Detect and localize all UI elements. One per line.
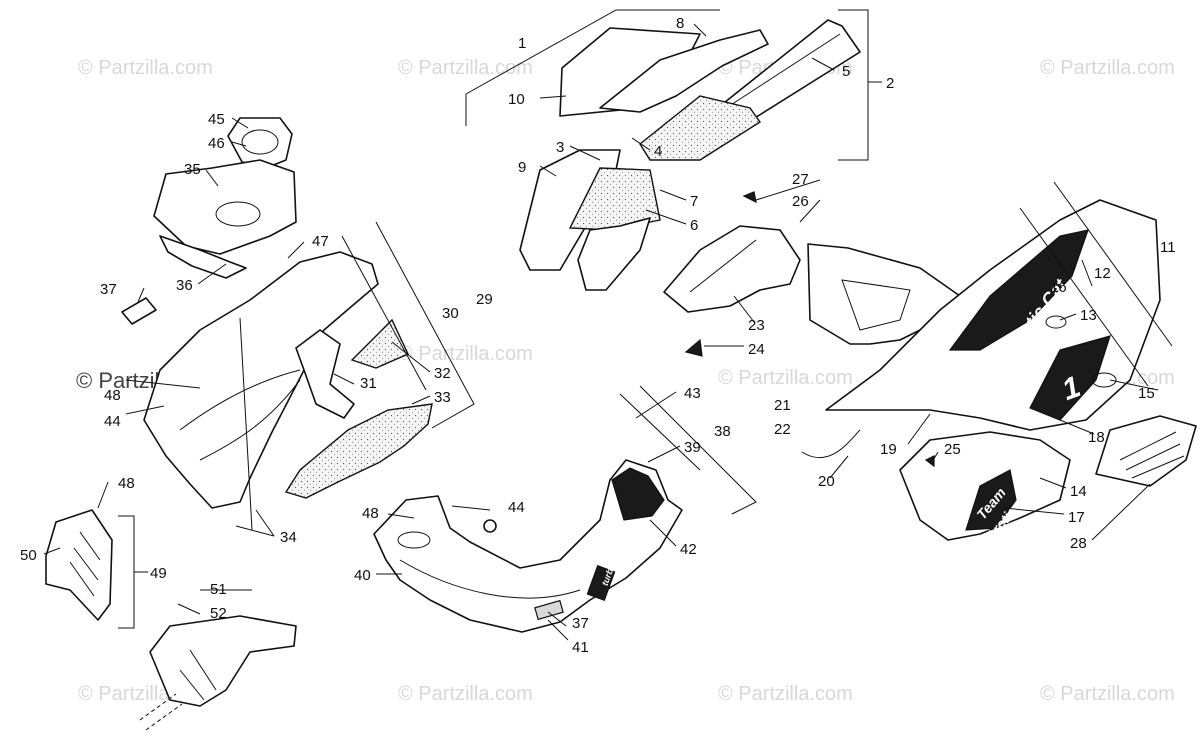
console-assembly (121, 117, 433, 509)
callout-52: 52 (210, 605, 227, 622)
callout-16: 16 (1050, 279, 1067, 296)
callout-27: 27 (792, 171, 809, 188)
callout-11: 11 (1160, 239, 1176, 256)
part-51-duct (149, 615, 297, 707)
callout-36: 36 (176, 277, 193, 294)
callout-26: 26 (792, 193, 809, 210)
part-36-bracket (159, 235, 247, 279)
callout-51: 51 (210, 581, 227, 598)
part-35-dash-panel (153, 159, 297, 255)
side-panel-assembly: Arctic Cat 1 Team Arctic (742, 191, 1197, 545)
callout-29: 29 (476, 291, 493, 308)
part-31-strut (295, 329, 355, 419)
watermark: © Partzilla.com (1040, 683, 1175, 705)
part-30-nose-pan (143, 251, 379, 509)
part-15-stripe (1029, 335, 1111, 421)
windshield-assembly (519, 19, 861, 291)
part-23-vent-panel (663, 225, 801, 313)
callout-40: 40 (354, 567, 371, 584)
callout-48-c: 48 (362, 505, 379, 522)
callout-21: 21 (774, 397, 791, 414)
watermark: © Partzilla.com (398, 57, 533, 79)
callout-20: 20 (818, 473, 835, 490)
watermark: © Partzilla.com (398, 683, 533, 705)
turbo-decal-bg (586, 565, 616, 601)
part-41-grille (534, 599, 564, 621)
callout-14: 14 (1070, 483, 1087, 500)
callout-44-b: 44 (508, 499, 525, 516)
part-4-rail-lower (639, 95, 761, 161)
callout-44: 44 (104, 413, 121, 430)
callout-10: 10 (508, 91, 525, 108)
part-37-decal (121, 297, 157, 325)
part-16-decal (948, 229, 1089, 351)
callout-32: 32 (434, 365, 451, 382)
callout-6: 6 (690, 217, 698, 234)
part-22-cable (801, 429, 861, 459)
callout-2: 2 (886, 75, 894, 92)
part-50-vent (45, 509, 113, 621)
watermark: © Partzilla.com (398, 343, 533, 365)
side-vent-assembly (45, 509, 113, 621)
callout-12: 12 (1094, 265, 1111, 282)
callout-4: 4 (654, 143, 662, 160)
callout-45: 45 (208, 111, 225, 128)
callout-39: 39 (684, 439, 701, 456)
part-39-side-decal (611, 467, 665, 521)
watermark: © Partzilla.com (1040, 57, 1175, 79)
callout-37: 37 (100, 281, 117, 298)
part-28-vent (1095, 415, 1197, 487)
callout-48-b: 48 (118, 475, 135, 492)
part-27-grommet (742, 191, 757, 204)
callout-8: 8 (676, 15, 684, 32)
watermark: © Partzilla.com (78, 57, 213, 79)
callout-24: 24 (748, 341, 765, 358)
part-33-belly-pan (284, 403, 433, 499)
part-24-clip (684, 338, 703, 357)
callout-41: 41 (572, 639, 589, 656)
callout-5: 5 (842, 63, 850, 80)
callout-9: 9 (518, 159, 526, 176)
callout-25: 25 (944, 441, 961, 458)
callout-49: 49 (150, 565, 167, 582)
callout-35: 35 (184, 161, 201, 178)
callout-23: 23 (748, 317, 765, 334)
callout-7: 7 (690, 193, 698, 210)
callout-1: 1 (518, 35, 526, 52)
callout-34: 34 (280, 529, 297, 546)
callout-42: 42 (680, 541, 697, 558)
callout-43: 43 (684, 385, 701, 402)
watermark: © Partzilla.com (718, 367, 853, 389)
callout-50: 50 (20, 547, 37, 564)
watermark: © Partzilla.com (718, 683, 853, 705)
part-6-panel (577, 217, 651, 291)
callout-22: 22 (774, 421, 791, 438)
callout-31: 31 (360, 375, 377, 392)
lower-duct-assembly (139, 615, 297, 731)
callout-47: 47 (312, 233, 329, 250)
callout-38: 38 (714, 423, 731, 440)
side-vent-small (663, 225, 801, 357)
part-8-trim (599, 29, 769, 113)
callout-37-b: 37 (572, 615, 589, 632)
callout-15: 15 (1138, 385, 1155, 402)
callout-30: 30 (442, 305, 459, 322)
callout-labels: 1 2 3 4 5 6 7 8 9 10 11 12 13 14 15 16 1… (20, 15, 1176, 656)
callout-18: 18 (1088, 429, 1105, 446)
callout-48: 48 (104, 387, 121, 404)
belly-pan-assembly: turbo (373, 459, 683, 633)
callout-17: 17 (1068, 509, 1085, 526)
callout-33: 33 (434, 389, 451, 406)
callout-3: 3 (556, 139, 564, 156)
callout-19: 19 (880, 441, 897, 458)
part-44-plug (483, 519, 497, 533)
part-17-decal (965, 469, 1017, 531)
callout-28: 28 (1070, 535, 1087, 552)
part-25-fastener (924, 455, 935, 468)
callout-46: 46 (208, 135, 225, 152)
leaders (43, 9, 1173, 641)
callout-13: 13 (1080, 307, 1097, 324)
